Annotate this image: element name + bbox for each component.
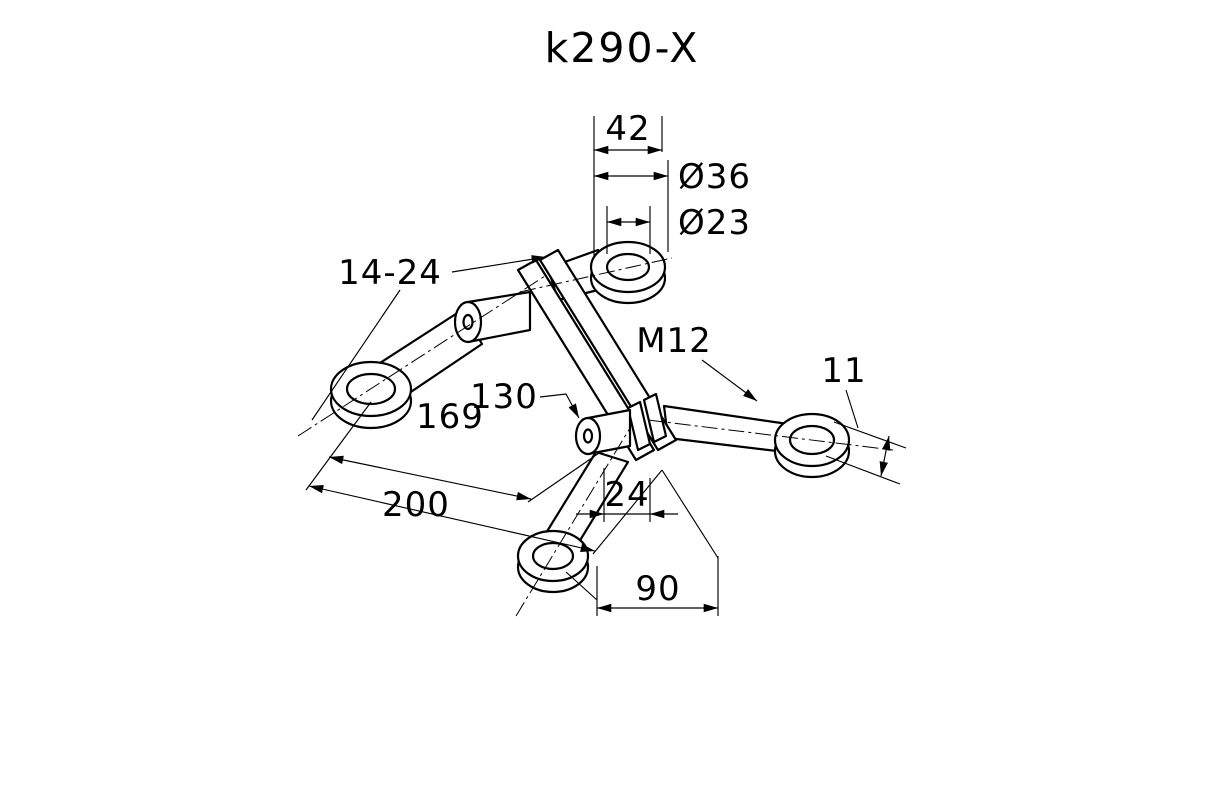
dim-label-m12: M12: [636, 321, 712, 361]
leader-14-24: [451, 255, 547, 273]
ext-line: [311, 289, 401, 421]
centerline-left-arm: [297, 275, 546, 437]
boss-hole: [582, 428, 594, 444]
dim-label-11: 11: [821, 351, 866, 391]
boss-hole: [462, 313, 474, 331]
leader-11: [845, 389, 859, 429]
dim-label-169: 169: [416, 397, 484, 437]
dim-label-24: 24: [604, 475, 649, 515]
spacer-washer-2: [642, 392, 668, 444]
clamp-plate-front: [516, 258, 656, 462]
drawing-title: k290-X: [545, 24, 700, 72]
dim-line-200: [308, 485, 596, 552]
ring-left: [329, 360, 413, 430]
ring-top: [589, 240, 667, 305]
dim-label-200: 200: [382, 485, 450, 525]
ext-line: [825, 455, 901, 485]
dim-label-130: 130: [470, 377, 538, 417]
ext-line: [305, 401, 372, 491]
clamp-plate-back: [538, 248, 678, 452]
dim-label-dia36: Ø36: [678, 157, 751, 197]
ring-hole: [605, 252, 651, 282]
ext-line: [661, 469, 719, 559]
spacer-washer-1: [626, 400, 652, 452]
dim-label-90: 90: [635, 569, 680, 609]
leader-m12: [701, 359, 758, 402]
dim-line-11: [879, 435, 891, 477]
leader-130: [539, 393, 580, 419]
centerline-right-arm: [647, 419, 894, 451]
ext-line: [565, 571, 598, 601]
dimension-labels: k290-X 42 Ø36 Ø23 14-24 M12 11 130 169 2…: [338, 24, 866, 609]
spider-part: [329, 240, 851, 594]
dim-label-dia23: Ø23: [678, 203, 751, 243]
dimension-lines: [305, 116, 907, 616]
clamp-boss-top: [453, 290, 532, 344]
dim-label-42: 42: [605, 109, 650, 149]
clamp-boss-center: [574, 408, 632, 456]
centerline-top-arm: [519, 257, 673, 293]
ext-line: [833, 421, 907, 449]
dim-label-14-24: 14-24: [338, 253, 442, 293]
ring-hole: [531, 541, 575, 571]
